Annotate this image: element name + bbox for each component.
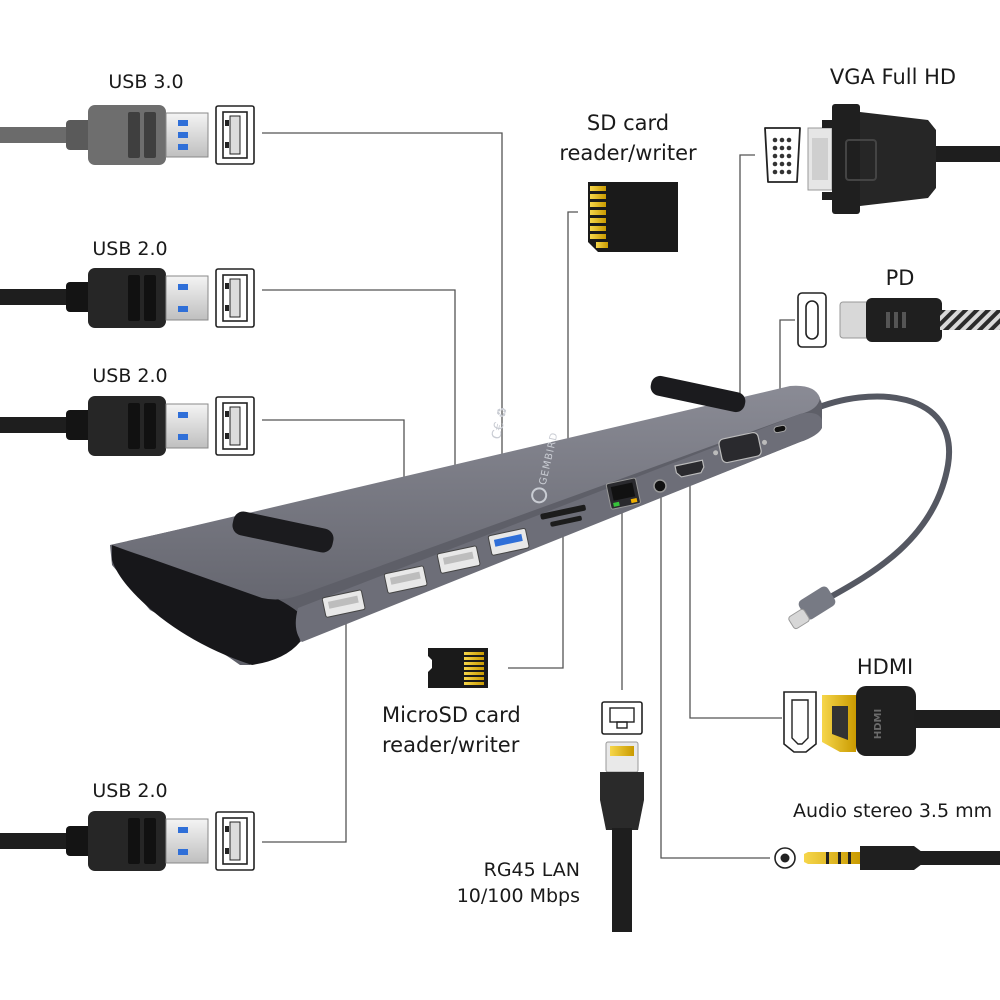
usb-a-port-icon: [215, 396, 255, 456]
vga-port-icon: [764, 127, 801, 183]
hdmi-plug-text: HDMI: [873, 709, 884, 739]
usb-a-plug-icon: [165, 818, 209, 864]
pd-cable: [940, 310, 1000, 330]
label-usb20-a: USB 2.0: [92, 238, 168, 260]
leader-vga: [739, 154, 755, 438]
dock-port-usb30: [487, 527, 530, 556]
label-usb20-bottom: USB 2.0: [92, 780, 168, 802]
leader-sd: [567, 211, 578, 512]
label-hdmi: HDMI: [856, 655, 914, 679]
audio-cable: [920, 851, 1000, 865]
label-microsd-line1: MicroSD card: [382, 703, 521, 727]
usb30-port: [215, 105, 255, 165]
usb-c-host-cable: [809, 393, 953, 603]
dock-port-sd-slots: [540, 504, 586, 527]
vga-plug-icon: [807, 104, 1000, 214]
rj45-plug-icon: [600, 741, 644, 932]
label-microsd-line2: reader/writer: [382, 733, 520, 757]
leader-usb20-a: [262, 289, 456, 550]
docking-station: GEMBIRD C€ ♻: [110, 375, 953, 665]
audio-port-icon: [774, 847, 796, 869]
rj45-port-icon: [601, 701, 643, 735]
lan-cable: [612, 828, 632, 932]
usb-a-port-icon: [215, 268, 255, 328]
label-sd-line2: reader/writer: [559, 141, 697, 165]
label-lan-line2: 10/100 Mbps: [456, 885, 580, 907]
audio-jack-icon: [804, 846, 1000, 870]
dock-top: [112, 385, 820, 600]
dock-port-usb20-b: [436, 545, 481, 574]
svg-text:C€ ♻: C€ ♻: [489, 405, 511, 441]
usb20-bottom-port: [215, 811, 255, 871]
usb20-bottom-plug: [0, 811, 209, 871]
dock-port-usb-c: [773, 424, 787, 434]
rubber-pad-left: [232, 511, 334, 553]
usb20-a-port: [215, 268, 255, 328]
dock-ports: [321, 424, 787, 618]
usb-a-plug-icon: [165, 275, 209, 321]
leader-audio: [660, 492, 770, 859]
label-usb30-top: USB 3.0: [108, 71, 184, 93]
hdmi-port-icon: [783, 691, 817, 753]
leader-lines: [262, 132, 795, 859]
label-vga: VGA Full HD: [829, 65, 957, 89]
dock-port-usb20-a: [383, 565, 428, 594]
dock-port-rj45: [605, 477, 641, 510]
dock-port-vga: [713, 432, 768, 464]
leader-usb30: [262, 132, 503, 532]
label-usb20-b: USB 2.0: [92, 365, 168, 387]
leader-usb20-bottom: [262, 597, 347, 843]
usb-a-port-icon: [215, 105, 255, 165]
hdmi-plug-icon: HDMI: [822, 686, 1000, 756]
dock-port-hdmi: [674, 459, 705, 478]
vga-cable: [936, 146, 1000, 162]
sd-card-icon: [588, 182, 678, 252]
label-pd: PD: [885, 266, 915, 290]
usb-a-port-icon: [215, 811, 255, 871]
usb20-b-plug: [0, 396, 209, 456]
usb-c-port-icon: [797, 292, 827, 348]
dock-port-audio: [653, 479, 667, 493]
ce-mark: C€ ♻: [489, 405, 511, 441]
label-lan-line1: RG45 LAN: [483, 859, 580, 881]
usb-a-plug-icon: [165, 112, 209, 158]
usb-c-plug-icon: [839, 298, 1000, 342]
label-sd-line1: SD card: [586, 111, 670, 135]
usb20-a-plug: [0, 268, 209, 328]
dock-rubber-end: [112, 545, 300, 665]
usb20-b-port: [215, 396, 255, 456]
rubber-pad-right: [650, 375, 746, 413]
usb30-plug: [0, 105, 209, 165]
dock-port-usb20-front: [321, 589, 366, 618]
leader-microsd: [508, 532, 564, 669]
usb-c-host-plug-body: [798, 586, 836, 620]
hdmi-cable: [914, 710, 1000, 728]
microsd-card-icon: [428, 648, 488, 688]
usb-a-plug-icon: [165, 403, 209, 449]
usb-c-host-plug-tip: [788, 608, 810, 630]
label-audio: Audio stereo 3.5 mm: [793, 800, 993, 822]
leader-hdmi: [689, 485, 782, 719]
